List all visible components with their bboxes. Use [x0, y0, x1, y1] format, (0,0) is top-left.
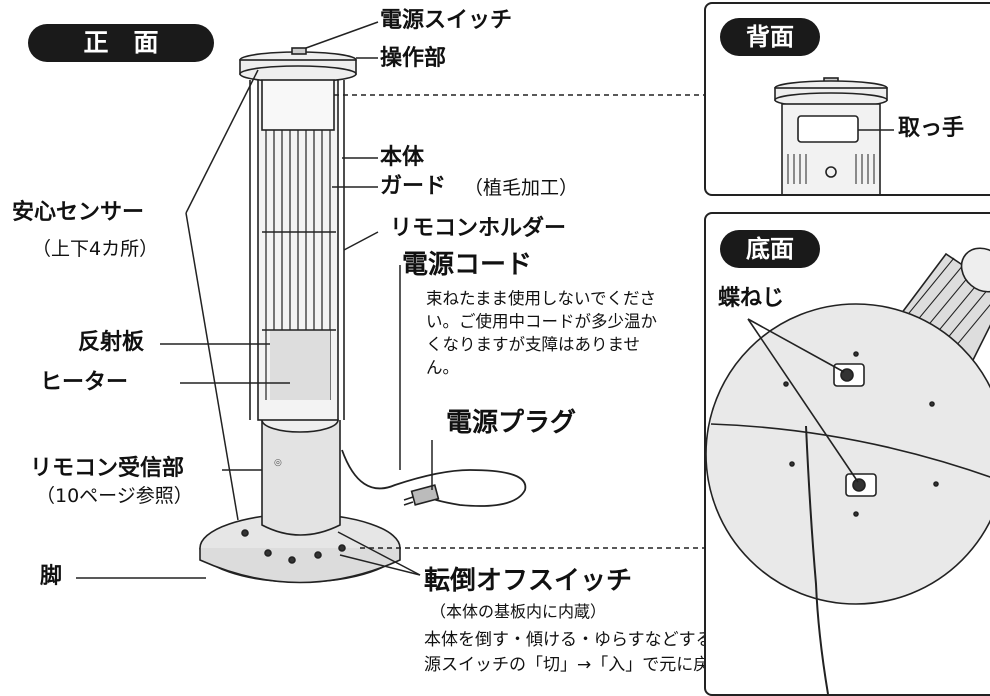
safety-sensor-label: 安心センサー [12, 200, 145, 225]
guard-note: （植毛加工） [464, 177, 579, 199]
reflector-label: 反射板 [78, 330, 145, 355]
power-plug-label: 電源プラグ [446, 408, 577, 438]
receiver-label: リモコン受信部 [30, 456, 185, 481]
remote-holder-label: リモコンホルダー [390, 216, 567, 241]
tip-switch-label: 転倒オフスイッチ [424, 566, 633, 596]
main-body-label: 本体 [380, 145, 425, 170]
back-view-panel: 背面 取っ手 [704, 2, 990, 196]
guard-label: ガード [380, 174, 447, 199]
svg-text:◎: ◎ [274, 458, 282, 468]
back-view-drawing [774, 77, 894, 194]
handle-label: 取っ手 [898, 116, 965, 141]
safety-sensor-note: （上下4カ所） [32, 238, 159, 260]
receiver-note: （10ページ参照） [36, 485, 193, 507]
leg-label: 脚 [40, 564, 63, 589]
bottom-view-drawing [706, 247, 990, 694]
power-cord-note: 束ねたまま使用しないでください。ご使用中コードが多少温かくなりますが支障はありま… [426, 289, 657, 377]
control-panel-label: 操作部 [380, 46, 447, 71]
bottom-view-badge: 底面 [720, 230, 820, 268]
tip-switch-note: （本体の基板内に内蔵） [430, 602, 607, 621]
power-switch-label: 電源スイッチ [380, 8, 513, 33]
power-cord-label: 電源コード [402, 250, 533, 280]
wing-screw-label: 蝶ねじ [718, 286, 785, 311]
front-view-badge: 正 面 [28, 24, 214, 62]
back-view-badge: 背面 [720, 18, 820, 56]
bottom-view-panel: 底面 蝶ねじ [704, 212, 990, 696]
heater-label: ヒーター [40, 370, 129, 395]
